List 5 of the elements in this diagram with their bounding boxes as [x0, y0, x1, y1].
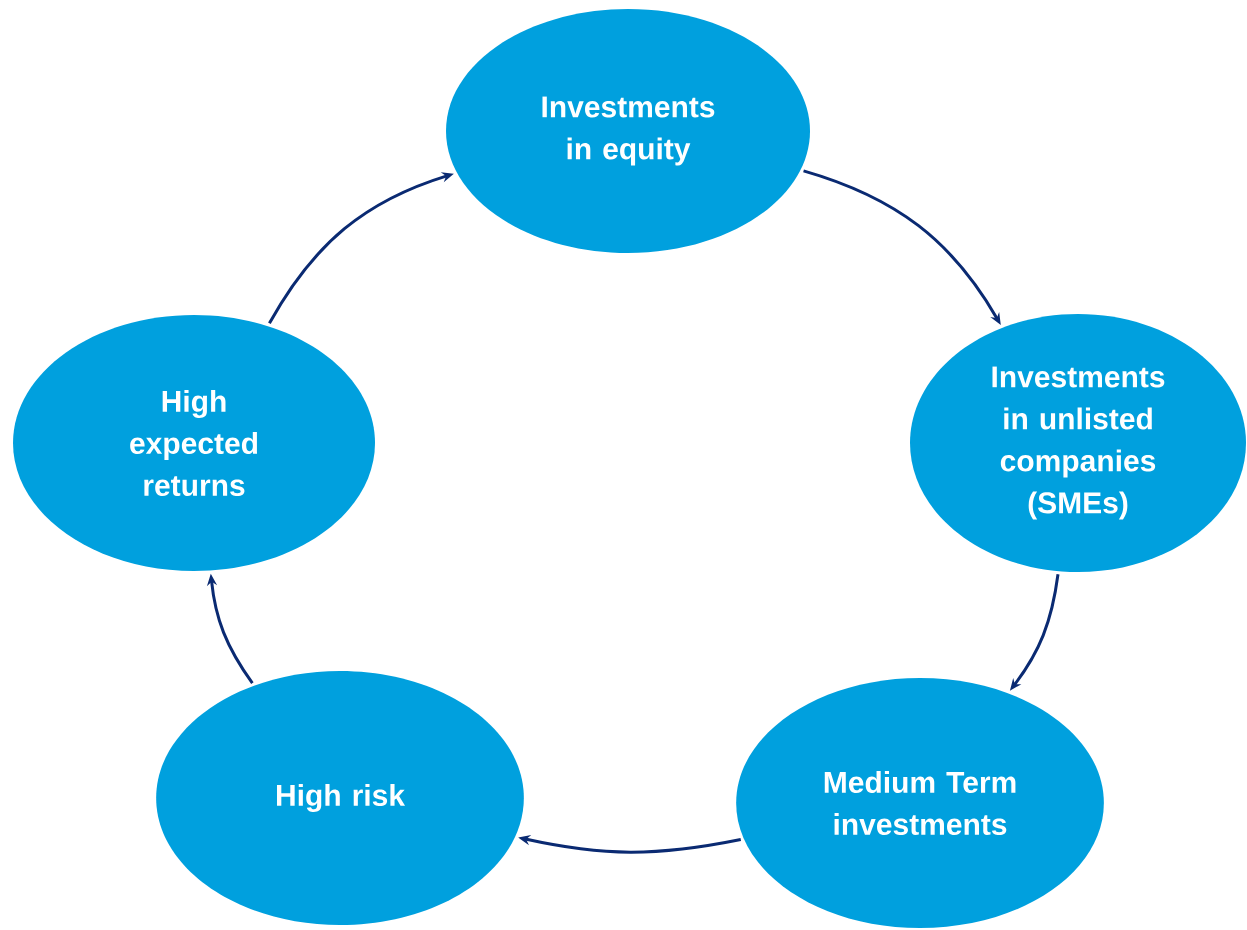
ellipse-node: Medium Term investments: [736, 678, 1104, 928]
ellipse-node: Investments in equity: [446, 9, 810, 253]
ellipse-node: Investments in unlisted companies (SMEs): [910, 314, 1246, 572]
ellipse-node: High expected returns: [13, 315, 375, 571]
ellipse-node: High risk: [156, 671, 524, 925]
